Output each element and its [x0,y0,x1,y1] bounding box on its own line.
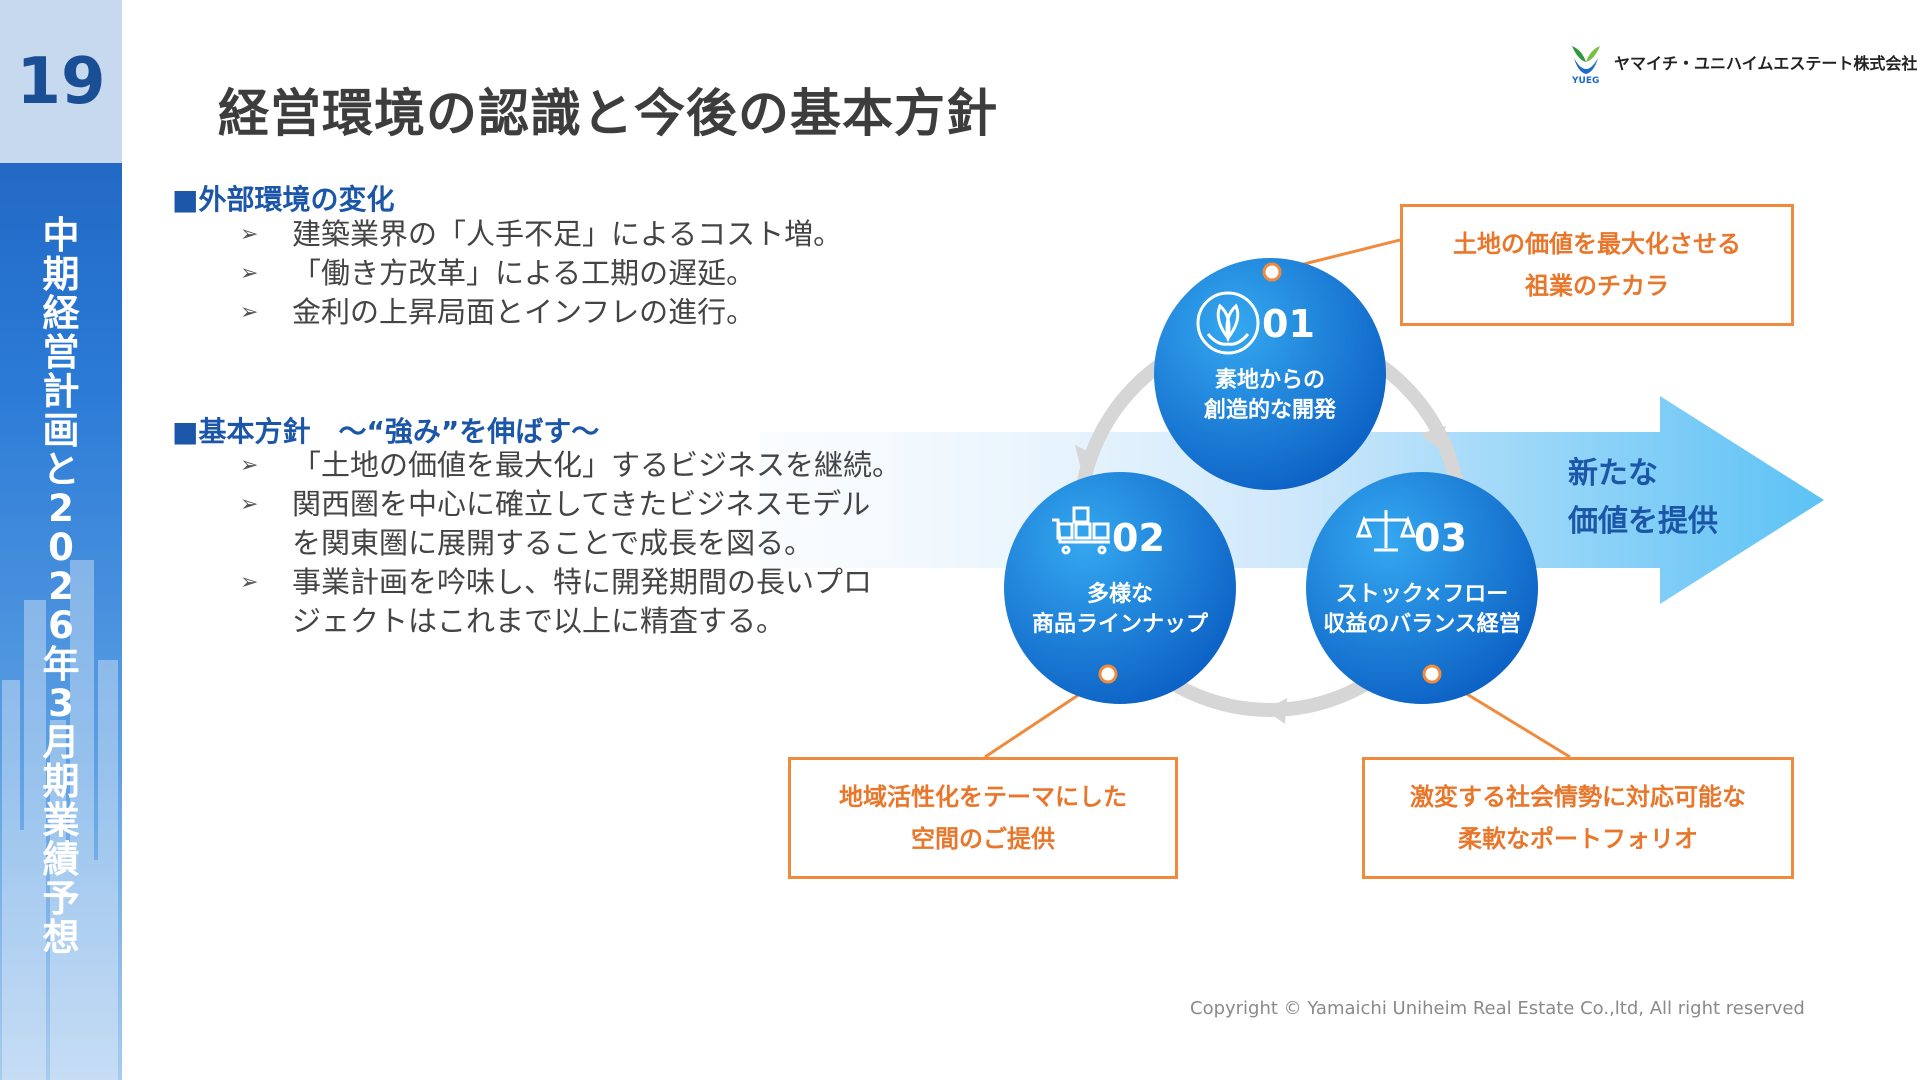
sidebar-title-char: 2 [48,487,74,530]
sidebar-title-char: 6 [48,604,74,647]
page-title: 経営環境の認識と今後の基本方針 [218,85,999,144]
sidebar-title-char: 期 [42,253,80,296]
sidebar-title-char: 画 [42,409,80,452]
connector-dot [1262,262,1282,282]
list-item: ➢金利の上昇局面とインフレの進行。 [240,293,842,332]
list-item: ➢「土地の価値を最大化」するビジネスを継続。 [240,446,901,485]
city-skyline-image [2,560,118,1080]
callout-box-02: 地域活性化をテーマにした 空間のご提供 [788,757,1178,879]
cycle-arrowhead [1075,445,1095,469]
arrow-label: 新たな 価値を提供 [1568,456,1718,539]
policy-bullets: ➢「土地の価値を最大化」するビジネスを継続。 ➢関西圏を中心に確立してきたビジネ… [240,446,901,641]
list-item: ➢事業計画を吟味し、特に開発期間の長いプロジェクトはこれまで以上に精査する。 [240,565,873,638]
callout-box-01: 土地の価値を最大化させる 祖業のチカラ [1400,204,1794,326]
bullet-arrow-icon: ➢ [240,261,259,286]
list-item: ➢建築業界の「人手不足」によるコスト増。 [240,215,842,254]
bullet-arrow-icon: ➢ [240,492,259,517]
circle-label-03: ストック×フロー 収益のバランス経営 [1323,582,1521,637]
section-heading-policy: ■基本方針 ～“強み”を伸ばす～ [172,415,600,448]
page-number: 19 [16,44,106,119]
circle-number-01: 01 [1262,302,1315,346]
cycle-arrowhead [1420,426,1446,450]
sidebar-title-char: 経 [42,292,80,335]
circle-label-02: 多様な 商品ラインナップ [1031,582,1208,637]
bullet-arrow-icon: ➢ [240,222,259,247]
sidebar-title-char: 計 [42,370,80,413]
sidebar-title-char: 中 [42,214,80,257]
list-item: ➢「働き方改革」による工期の遅延。 [240,254,842,293]
sidebar-title-char: 営 [42,331,80,374]
logo-company-name: ヤマイチ・ユニハイムエステート株式会社 [1614,54,1918,73]
leaf-hands-icon [1196,291,1260,355]
external-bullets: ➢建築業界の「人手不足」によるコスト増。 ➢「働き方改革」による工期の遅延。 ➢… [240,215,842,332]
company-logo: YUEG ヤマイチ・ユニハイムエステート株式会社 [1568,40,1917,90]
sidebar-title-char: と [42,448,80,491]
logo-abbr: YUEG [1572,76,1600,86]
strength-circle-02 [1004,472,1236,704]
logo-mark-icon [1572,46,1600,74]
sidebar-title-char: 想 [42,916,80,959]
list-item: ➢関西圏を中心に確立してきたビジネスモデルを関東圏に展開することで成長を図る。 [240,487,871,560]
bullet-arrow-icon: ➢ [240,570,259,595]
cart-boxes-icon [1052,506,1110,555]
bullet-arrow-icon: ➢ [240,453,259,478]
copyright-text: Copyright © Yamaichi Uniheim Real Estate… [1190,998,1805,1019]
sidebar-title-char: 績 [42,838,80,881]
sidebar-title-char: 業 [42,799,80,842]
circle-number-03: 03 [1414,516,1467,560]
sidebar-title-char: 0 [48,526,74,569]
circle-number-02: 02 [1112,516,1165,560]
connector-dot [1098,664,1118,684]
cycle-arrowhead [1265,698,1287,724]
scales-icon [1355,510,1417,552]
callout-box-03: 激変する社会情勢に対応可能な 柔軟なポートフォリオ [1362,757,1794,879]
connector-dot [1422,664,1442,684]
bullet-arrow-icon: ➢ [240,300,259,325]
strength-circle-01 [1154,258,1386,490]
sidebar-title-char: 予 [42,877,80,920]
sidebar-title-char: 3 [48,682,74,725]
circle-label-01: 素地からの 創造的な開発 [1203,368,1336,423]
sidebar-title-char: 2 [48,565,74,608]
sidebar-title-char: 年 [42,643,80,686]
sidebar-title-char: 期 [42,760,80,803]
sidebar-title-char: 月 [42,721,80,764]
section-heading-external: ■外部環境の変化 [172,183,395,216]
page-number-box: 19 [0,0,122,163]
strength-circle-03 [1306,472,1538,704]
